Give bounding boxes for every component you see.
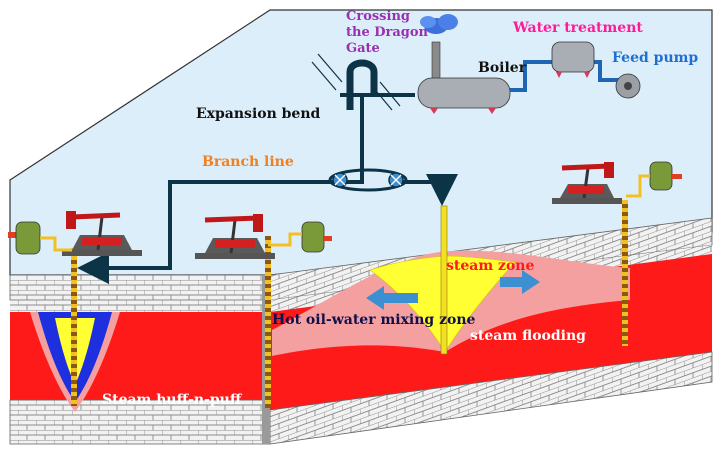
valve-icon <box>388 172 404 188</box>
feed-pump-icon <box>615 73 641 99</box>
water-line <box>510 60 625 92</box>
expansion-bend <box>346 59 378 110</box>
branch-manifold <box>328 168 408 192</box>
pipeline <box>77 93 458 284</box>
right-tank-icon <box>626 161 682 198</box>
label-hot-oil-water: Hot oil-water mixing zone <box>272 312 476 328</box>
label-branch-line: Branch line <box>202 154 294 170</box>
boiler-icon <box>417 41 511 114</box>
pump-jack-icon <box>62 211 142 256</box>
left-well-bore <box>71 248 77 406</box>
label-crossing-gate: Crossing the Dragon Gate <box>346 9 433 56</box>
pump-jack-icon <box>195 214 275 259</box>
left-tank-icon <box>8 221 72 255</box>
crossing-gate-hatch <box>311 53 401 111</box>
injection-well-bore <box>440 205 448 355</box>
smoke-cloud-icon <box>420 14 458 34</box>
pump-jack-icon <box>552 162 622 204</box>
right-well-bore <box>622 200 628 346</box>
label-steam-zone: steam zone <box>446 258 534 274</box>
label-feed-pump: Feed pump <box>612 50 698 66</box>
label-water-treatment: Water treatment <box>512 20 643 36</box>
left-lower-bricks <box>9 399 271 445</box>
label-steam-flooding: steam flooding <box>470 328 586 344</box>
flow-arrow-left <box>366 286 418 310</box>
label-boiler: Boiler <box>478 60 527 76</box>
water-treatment-tank-icon <box>551 41 595 78</box>
label-expansion-bend: Expansion bend <box>196 106 321 122</box>
center-tank-icon <box>268 221 332 253</box>
center-left-well-bore <box>265 236 271 408</box>
label-steam-huff: Steam huff-n-puff <box>102 392 243 408</box>
valve-icon <box>332 172 348 188</box>
flow-arrow-right <box>500 270 540 294</box>
